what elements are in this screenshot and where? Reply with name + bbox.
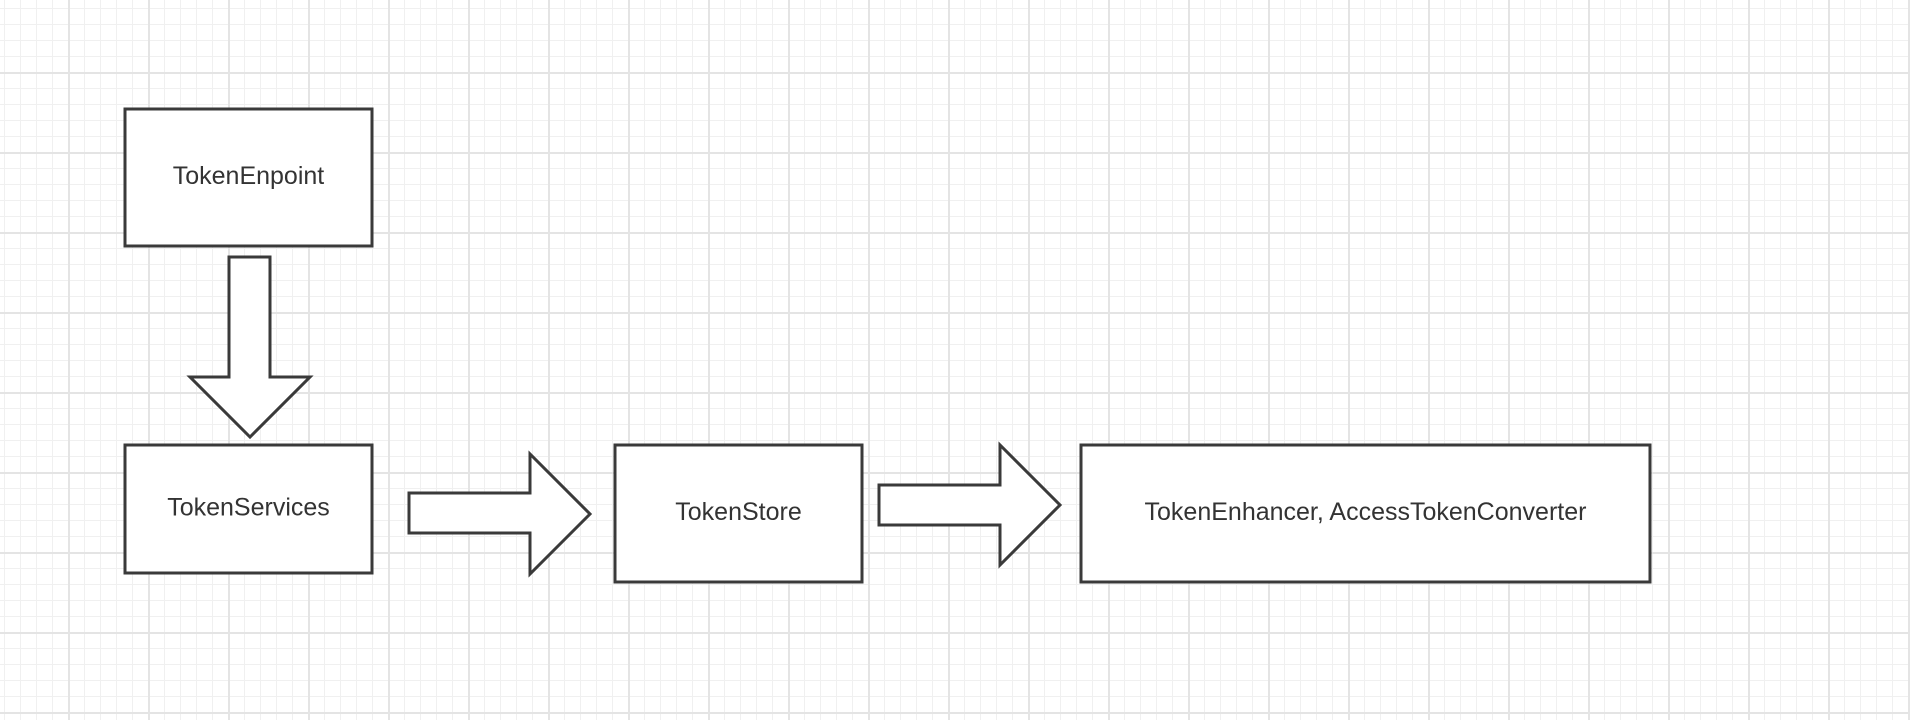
node-token-store-label: TokenStore (675, 498, 801, 526)
node-token-services-label: TokenServices (167, 494, 330, 522)
node-token-store[interactable]: TokenStore (613, 443, 864, 584)
node-token-enhancer[interactable]: TokenEnhancer, AccessTokenConverter (1079, 443, 1652, 584)
node-token-enhancer-box (1079, 443, 1652, 584)
node-token-services[interactable]: TokenServices (123, 443, 374, 575)
node-token-endpoint[interactable]: TokenEnpoint (123, 107, 374, 248)
arrow-right-services-to-store (407, 450, 593, 578)
node-token-store-box (613, 443, 864, 584)
node-token-services-box (123, 443, 374, 575)
node-token-endpoint-box (123, 107, 374, 248)
node-token-endpoint-label: TokenEnpoint (173, 162, 325, 190)
arrow-down-endpoint-to-services (186, 255, 314, 440)
arrow-right-store-to-enhancer (877, 441, 1063, 569)
node-token-enhancer-label: TokenEnhancer, AccessTokenConverter (1145, 498, 1587, 526)
